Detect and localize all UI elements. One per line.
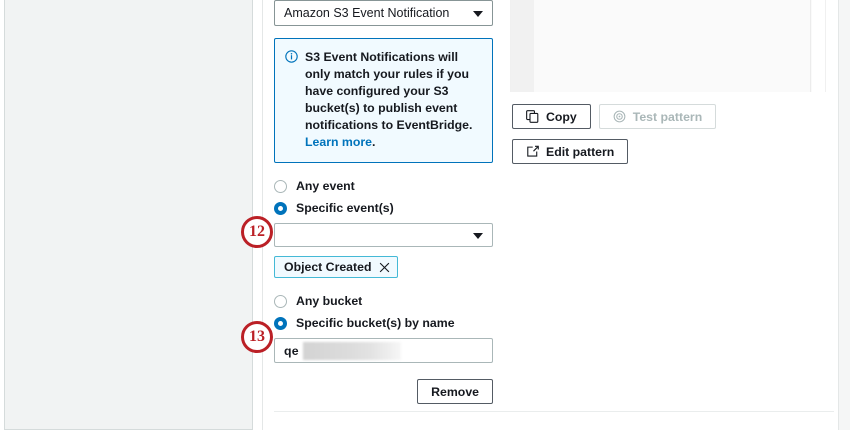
remove-button-label: Remove — [431, 384, 479, 399]
chevron-down-icon — [473, 11, 483, 17]
learn-more-link[interactable]: Learn more — [305, 135, 372, 149]
alert-message: S3 Event Notifications will only match y… — [305, 50, 473, 132]
event-pattern-form: Amazon S3 Event Notification S3 Event No… — [274, 0, 493, 404]
edit-square-icon — [526, 145, 539, 158]
copy-icon — [526, 110, 539, 123]
event-source-select[interactable]: Amazon S3 Event Notification — [274, 0, 493, 26]
section-divider — [274, 411, 834, 412]
preview-placeholder-panel — [4, 0, 253, 430]
s3-notification-info-alert: S3 Event Notifications will only match y… — [274, 38, 493, 163]
code-gutter — [511, 0, 534, 92]
event-mode-radio-group: Any event Specific event(s) — [274, 177, 493, 218]
code-rail — [810, 0, 811, 92]
target-icon — [613, 110, 626, 123]
edit-pattern-button-label: Edit pattern — [546, 144, 615, 159]
radio-option-specific-events[interactable]: Specific event(s) — [274, 199, 493, 218]
event-source-select-value: Amazon S3 Event Notification — [284, 6, 450, 20]
callout-badge-12: 12 — [241, 216, 273, 248]
radio-option-any-bucket[interactable]: Any bucket — [274, 292, 493, 311]
radio-indicator — [274, 295, 287, 308]
code-scroll-track[interactable] — [812, 0, 825, 92]
right-column-divider — [838, 0, 839, 430]
close-icon[interactable] — [379, 262, 390, 273]
radio-label: Any event — [296, 179, 355, 193]
info-circle-icon — [285, 50, 298, 151]
bucket-name-input[interactable]: qe — [274, 338, 493, 363]
radio-indicator — [274, 180, 287, 193]
radio-label: Specific event(s) — [296, 201, 394, 215]
alert-suffix: . — [371, 135, 376, 149]
copy-button[interactable]: Copy — [512, 104, 591, 129]
radio-option-specific-buckets[interactable]: Specific bucket(s) by name — [274, 314, 493, 333]
test-pattern-button-label: Test pattern — [632, 109, 703, 124]
event-pattern-code-panel — [510, 0, 826, 92]
remove-button-row: Remove — [274, 379, 493, 404]
radio-option-any-event[interactable]: Any event — [274, 177, 493, 196]
radio-label: Any bucket — [296, 294, 363, 308]
redacted-overlay — [303, 342, 401, 360]
test-pattern-button[interactable]: Test pattern — [598, 104, 717, 129]
event-token-list: Object Created — [274, 256, 493, 278]
chevron-down-icon — [473, 233, 483, 239]
column-divider — [262, 0, 263, 430]
bucket-name-value: qe — [284, 343, 299, 358]
radio-indicator-selected — [274, 202, 287, 215]
specific-events-multiselect[interactable] — [274, 223, 493, 247]
alert-text: S3 Event Notifications will only match y… — [305, 49, 480, 151]
radio-label: Specific bucket(s) by name — [296, 316, 455, 330]
edit-pattern-button[interactable]: Edit pattern — [512, 139, 629, 164]
bucket-mode-radio-group: Any bucket Specific bucket(s) by name — [274, 292, 493, 333]
pattern-action-buttons: Copy Test pattern Edit pattern — [512, 104, 832, 164]
event-token-label: Object Created — [284, 260, 372, 274]
remove-button[interactable]: Remove — [417, 379, 493, 404]
event-token[interactable]: Object Created — [274, 256, 399, 278]
right-gutter — [839, 0, 850, 430]
radio-indicator-selected — [274, 317, 287, 330]
copy-button-label: Copy — [546, 109, 577, 124]
callout-badge-13: 13 — [241, 321, 273, 353]
